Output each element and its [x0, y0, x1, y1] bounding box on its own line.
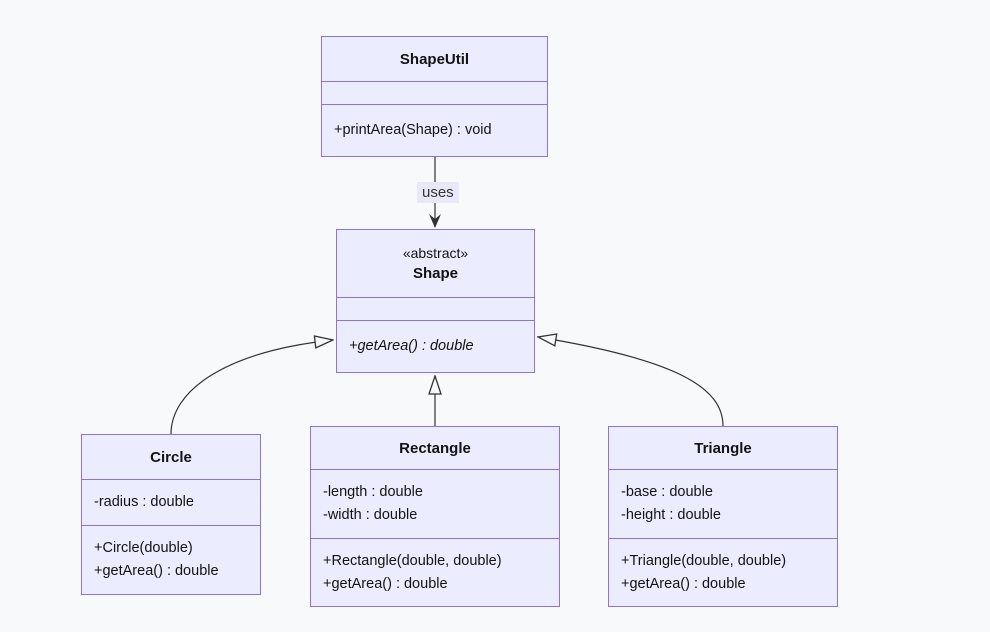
method: +Circle(double): [94, 540, 193, 556]
method: +getArea() : double: [323, 575, 448, 592]
class-name: Rectangle: [399, 439, 471, 457]
class-rectangle: Rectangle -length : double -width : doub…: [310, 426, 560, 607]
method: +Triangle(double, double): [621, 552, 787, 569]
class-shape-attributes: [337, 298, 534, 321]
attribute: -base : double: [621, 484, 713, 500]
class-shapeutil-attributes: [322, 82, 547, 105]
class-triangle-title: Triangle: [609, 427, 837, 470]
method: +getArea() : double: [94, 563, 219, 579]
class-circle-attributes: -radius : double: [82, 480, 260, 526]
class-name: ShapeUtil: [399, 50, 470, 68]
class-triangle: Triangle -base : double -height : double…: [608, 426, 838, 607]
attribute: -height : double: [621, 507, 721, 523]
class-name: Circle: [150, 448, 192, 466]
class-shapeutil: ShapeUtil +printArea(Shape) : void: [321, 36, 548, 157]
method: +printArea(Shape) : void: [334, 122, 492, 138]
class-shape: «abstract» Shape +getArea() : double: [336, 229, 535, 373]
class-shapeutil-title: ShapeUtil: [322, 37, 547, 82]
class-circle-methods: +Circle(double) +getArea() : double: [82, 526, 260, 594]
method: +getArea() : double: [621, 575, 746, 592]
inheritance-arrow-triangle-to-shape: [538, 337, 724, 427]
class-rectangle-methods: +Rectangle(double, double) +getArea() : …: [311, 539, 559, 606]
inheritance-arrow-circle-to-shape: [170, 340, 333, 435]
class-shape-title: «abstract» Shape: [337, 230, 534, 298]
class-rectangle-title: Rectangle: [311, 427, 559, 470]
class-name: Shape: [412, 265, 458, 282]
method: +Rectangle(double, double): [323, 552, 502, 569]
class-shapeutil-methods: +printArea(Shape) : void: [322, 105, 547, 156]
class-triangle-attributes: -base : double -height : double: [609, 470, 837, 539]
attribute: -length : double: [323, 484, 423, 500]
dependency-label-uses: uses: [417, 182, 459, 203]
class-name: Triangle: [694, 439, 752, 457]
class-triangle-methods: +Triangle(double, double) +getArea() : d…: [609, 539, 837, 606]
attribute: -radius : double: [94, 494, 194, 510]
attribute: -width : double: [323, 507, 418, 523]
class-rectangle-attributes: -length : double -width : double: [311, 470, 559, 539]
class-circle: Circle -radius : double +Circle(double) …: [81, 434, 261, 595]
class-stereotype: «abstract»: [402, 245, 469, 261]
class-circle-title: Circle: [82, 435, 260, 480]
method: +getArea() : double: [349, 337, 474, 354]
class-shape-methods: +getArea() : double: [337, 321, 534, 371]
